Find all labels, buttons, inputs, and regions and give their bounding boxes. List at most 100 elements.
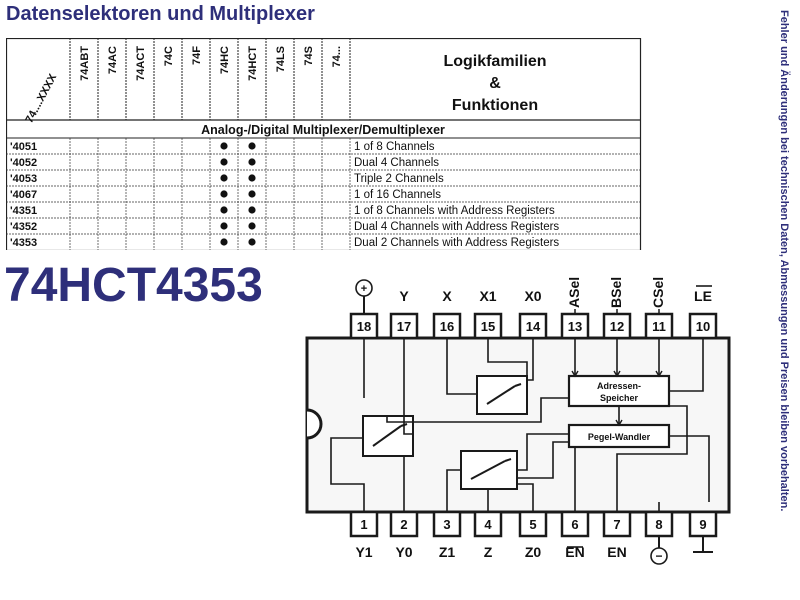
pin-11: 11 CSel [644,277,674,340]
pin-number: 4 [484,517,492,532]
row-part-number: '4352 [10,221,37,233]
ic-pinout-diagram-svg: 18+17Y16X15X114X013ASel12BSel11CSel10LE1… [291,258,774,594]
pin-18: 18 + [349,279,379,340]
availability-dot [248,158,256,166]
pin-label: LE [694,288,712,304]
row-part-number: '4052 [10,157,37,169]
availability-dot [248,238,256,246]
pin-number: 17 [397,319,411,334]
circuit-trace [527,338,534,381]
pin-number: 2 [400,517,407,532]
row-part-number: '4053 [10,173,37,185]
family-header-74xxx: 74... [331,46,343,67]
pin-9: 9 [688,510,718,553]
pin-label: Y1 [355,544,372,560]
circuit-trace [386,397,569,423]
circuit-trace [446,469,461,512]
circuit-trace [330,437,365,512]
pin-number: 1 [360,517,367,532]
pin-number: 9 [699,517,706,532]
function-header-line: Funktionen [452,97,538,114]
switch-contact [486,385,516,405]
pin-number: 16 [440,319,454,334]
level-converter-block: Pegel-Wandler [567,423,671,449]
row-part-number: '4067 [10,189,37,201]
pin-label: Y0 [395,544,412,560]
row-function: 1 of 8 Channels [354,141,435,153]
availability-dot [220,158,228,166]
pin-label: BSel [608,277,624,308]
row-part-number: '4351 [10,205,37,217]
availability-dot [220,190,228,198]
page-title: Datenselektoren und Multiplexer [6,3,315,25]
pin-6: 6EN [560,510,590,560]
signal-arrow [615,419,623,427]
switch-contact [514,383,522,387]
pin-number: 6 [571,517,578,532]
pin-number: 8 [655,517,662,532]
pin-number: 18 [357,319,371,334]
pin-7: 7EN [602,510,632,560]
pin-number: 11 [652,319,666,334]
pin-label: Z0 [525,544,542,560]
pin-number: 13 [568,319,582,334]
availability-dot [248,174,256,182]
function-header-line: Logikfamilien [443,53,546,70]
family-header-74act: 74ACT [135,46,147,81]
pin-label: X0 [524,288,541,304]
circuit-trace [669,435,710,502]
address-register-label: Speicher [600,393,639,403]
pin-box [349,510,379,538]
family-header-74f: 74F [191,46,203,65]
family-header-74c: 74C [163,46,175,66]
row-part-number: '4051 [10,141,37,153]
circuit-trace [669,338,704,392]
disclaimer-text: Fehler und Änderungen bei technischen Da… [778,10,790,512]
pin-label: X [442,288,452,304]
section-title: Analog-/Digital Multiplexer/Demultiplexe… [201,123,445,137]
pin-label: CSel [650,277,666,308]
signal-arrow [571,370,579,378]
circuit-trace [517,441,569,479]
family-header-74ac: 74AC [107,46,119,74]
circuit-trace [487,338,528,376]
table-border [5,37,642,252]
row-function: Triple 2 Channels [354,173,444,185]
family-header-74abt: 74ABT [79,46,91,81]
vcc-symbol-icon [355,279,373,297]
pin-4: 4Z [473,510,503,560]
pin-label: + [361,283,367,295]
pin-number: 14 [526,319,541,334]
pin-number: 15 [481,319,495,334]
pin-box [560,312,590,340]
pin-number: 5 [529,517,536,532]
family-header-74s: 74S [303,46,315,66]
switch-contact [470,460,506,480]
level-converter-label: Pegel-Wandler [588,432,651,442]
pin-1: 1Y1 [349,510,379,560]
pin-14: 14 X0 [518,288,548,340]
pin-label: − [655,549,662,563]
availability-dot [220,142,228,150]
row-part-number: '4353 [10,237,37,249]
pin-label: Z1 [439,544,456,560]
pin-13: 13 ASel [560,277,590,340]
pin-label: ASel [566,277,582,308]
pin-number: 10 [696,319,710,334]
ic-notch [306,408,323,440]
circuit-trace [517,483,534,512]
vee-symbol-icon [650,547,668,565]
pin-number: 3 [443,517,450,532]
pin-label: Y [399,288,409,304]
pin-label: EN [565,544,584,560]
pin-8: 8− [644,510,674,565]
family-header-74hct: 74HCT [247,46,259,81]
availability-dot [248,206,256,214]
switch-contact [372,425,402,447]
circuit-trace [616,405,688,512]
pin-box [473,510,503,538]
circuit-trace [446,338,477,395]
